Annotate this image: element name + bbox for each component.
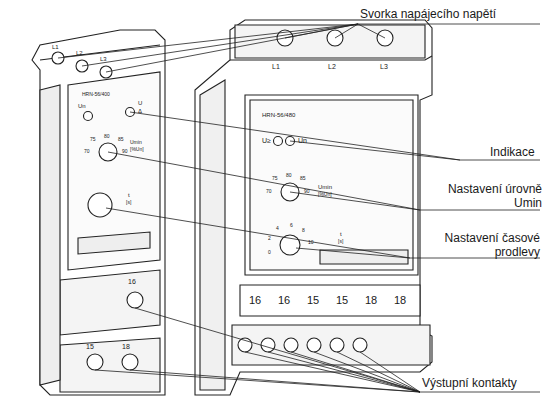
type-label: HRN-56/480 xyxy=(262,112,295,119)
callout-label: Výstupní kontakty xyxy=(422,377,517,391)
terminal-name: L1 xyxy=(272,63,280,71)
scale-number: 90 xyxy=(122,149,128,155)
terminal-number: 18 xyxy=(394,294,406,307)
scale-number: 6 xyxy=(290,223,293,229)
terminal-number: 16 xyxy=(249,294,261,307)
scale-label: [%Un] xyxy=(318,192,332,198)
scale-number: 2 xyxy=(268,236,271,242)
scale-label: [%Un] xyxy=(130,147,144,153)
scale-number: 85 xyxy=(300,176,306,182)
scale-label: [s] xyxy=(126,200,131,206)
scale-number: 8 xyxy=(302,228,305,234)
scale-number: 75 xyxy=(90,137,96,143)
scale-number: 10 xyxy=(308,240,314,246)
callout-label: Nastavení úrovně Umin xyxy=(430,183,542,211)
callout-label: Indikace xyxy=(490,146,535,160)
terminal-number: 15 xyxy=(336,294,348,307)
terminal-name: L2 xyxy=(328,63,336,71)
indicator-label: Δ xyxy=(138,108,142,115)
scale-label: t xyxy=(128,192,130,199)
terminal-name: L2 xyxy=(76,50,83,57)
scale-number: 0 xyxy=(268,250,271,256)
terminal-name: L3 xyxy=(100,56,107,63)
scale-number: 70 xyxy=(266,189,272,195)
callout-label: Svorka napájecího napětí xyxy=(360,8,496,22)
scale-number: 4 xyxy=(276,226,279,232)
scale-label: t xyxy=(340,231,342,238)
scale-number: 90 xyxy=(304,189,310,195)
terminal-number: 18 xyxy=(122,343,130,351)
scale-number: 80 xyxy=(104,134,110,140)
terminal-name: L1 xyxy=(52,44,59,51)
scale-number: 80 xyxy=(286,173,292,179)
indicator-label: U xyxy=(138,100,142,107)
terminal-number: 15 xyxy=(307,294,319,307)
indicator-label: U≥ xyxy=(262,137,271,145)
type-label: HRN-56/400 xyxy=(82,92,110,98)
indicator-label: Un xyxy=(78,103,86,110)
scale-label: [s] xyxy=(338,239,343,245)
terminal-number: 16 xyxy=(278,294,290,307)
scale-number: 75 xyxy=(272,176,278,182)
indicator-label: Un xyxy=(298,137,307,145)
callout-label: Nastavení časové prodlevy xyxy=(414,232,540,260)
terminal-name: L3 xyxy=(380,63,388,71)
terminal-number: 16 xyxy=(128,278,136,286)
scale-number: 70 xyxy=(84,149,90,155)
terminal-number: 18 xyxy=(365,294,377,307)
scale-label: Umin xyxy=(318,184,332,191)
terminal-number: 15 xyxy=(86,343,94,351)
scale-label: Umin xyxy=(130,140,142,146)
scale-number: 85 xyxy=(118,137,124,143)
